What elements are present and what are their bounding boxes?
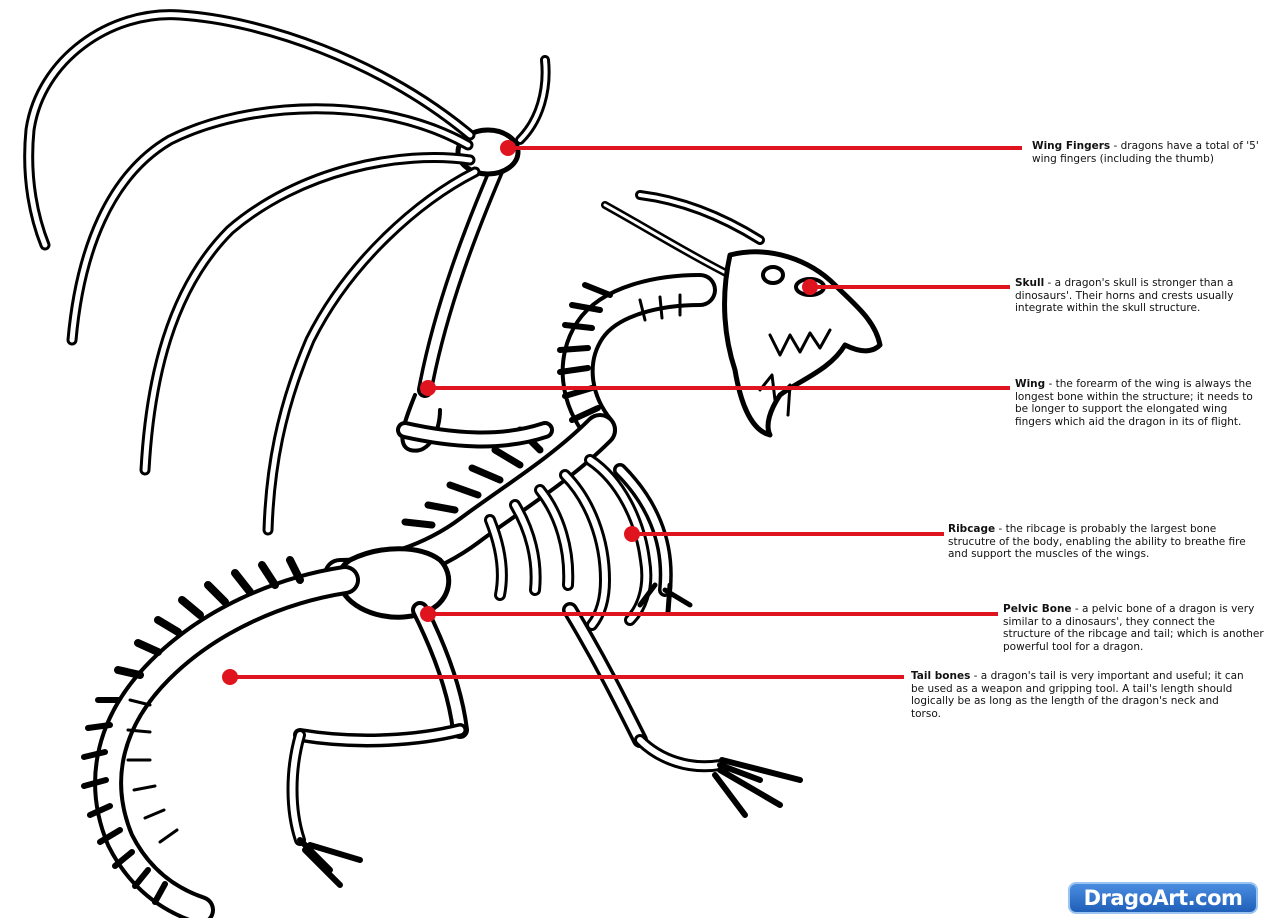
callout-ribcage: Ribcage - the ribcage is probably the la…: [948, 523, 1248, 561]
callout-wing: Wing - the forearm of the wing is always…: [1015, 378, 1265, 428]
callout-wing-title: Wing: [1015, 378, 1045, 390]
dragoart-logo: DragoArt.com: [1070, 884, 1256, 912]
callout-skull: Skull - a dragon's skull is stronger tha…: [1015, 277, 1265, 315]
leader-dot-skull: [804, 281, 816, 293]
leader-lines: [224, 142, 1022, 683]
callout-wing-fingers-title: Wing Fingers: [1032, 140, 1110, 152]
callout-pelvic-bone: Pelvic Bone - a pelvic bone of a dragon …: [1003, 603, 1265, 653]
callout-tail-bones-title: Tail bones: [911, 670, 970, 682]
callout-tail-bones: Tail bones - a dragon's tail is very imp…: [911, 670, 1251, 720]
callout-skull-title: Skull: [1015, 277, 1044, 289]
leader-dot-wing: [422, 382, 434, 394]
leader-dot-wing-fingers: [502, 142, 514, 154]
callout-ribcage-title: Ribcage: [948, 523, 995, 535]
wing-bones: [29, 15, 546, 530]
dragoart-logo-text: DragoArt.com: [1070, 884, 1256, 912]
leader-dot-tail: [224, 671, 236, 683]
pelvis-and-leg-bones: [293, 549, 801, 885]
neck-vertebrae: [560, 285, 700, 430]
skull-bones: [605, 195, 880, 435]
callout-pelvic-bone-title: Pelvic Bone: [1003, 603, 1072, 615]
callout-skull-text: - a dragon's skull is stronger than a di…: [1015, 277, 1233, 314]
leader-dot-pelvic: [422, 608, 434, 620]
leader-dot-ribcage: [626, 528, 638, 540]
callout-wing-fingers: Wing Fingers - dragons have a total of '…: [1032, 140, 1262, 165]
callout-wing-text: - the forearm of the wing is always the …: [1015, 378, 1253, 428]
